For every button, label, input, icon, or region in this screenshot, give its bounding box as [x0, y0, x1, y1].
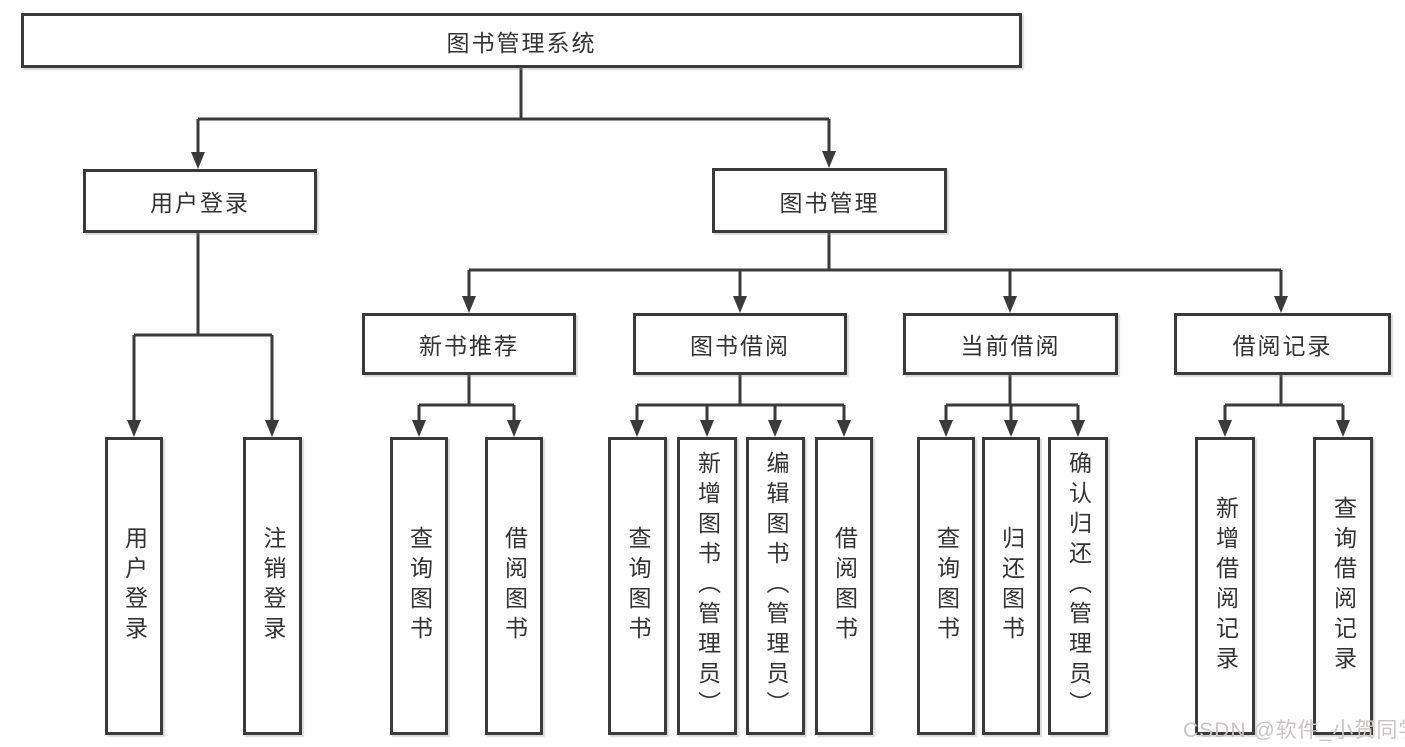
leaf-label: 注销登录 [260, 526, 286, 646]
node-borrowing-records: 借阅记录 [1174, 313, 1391, 375]
node-new-book-recommendation: 新书推荐 [362, 313, 576, 375]
node-book-management: 图书管理 [712, 168, 947, 233]
leaf-label: 查询借阅记录 [1330, 496, 1357, 676]
leaf-label: 查询图书 [933, 526, 960, 646]
node-label: 图书管理系统 [446, 29, 597, 56]
node-label: 用户登录 [150, 190, 250, 216]
leaf-label: 新增借阅记录 [1212, 496, 1239, 676]
leaf-edit-books-admin: 编辑图书（管理员） [746, 437, 805, 735]
leaf-add-books-admin: 新增图书（管理员） [677, 437, 737, 735]
leaf-logout: 注销登录 [243, 437, 302, 735]
leaf-label: 编辑图书（管理员） [763, 451, 789, 721]
node-library-management-system: 图书管理系统 [21, 13, 1022, 68]
arrowheads [127, 151, 1350, 437]
node-label: 新书推荐 [419, 333, 519, 359]
leaf-label: 用户登录 [121, 526, 148, 646]
node-label: 当前借阅 [960, 333, 1061, 359]
leaf-label: 借阅图书 [501, 526, 528, 646]
leaf-return-books: 归还图书 [982, 437, 1040, 735]
node-user-login: 用户登录 [83, 169, 317, 233]
connector-stems [132, 68, 1345, 423]
leaf-add-borrow-record: 新增借阅记录 [1195, 437, 1255, 735]
leaf-label: 归还图书 [998, 526, 1025, 646]
leaf-confirm-return-admin: 确认归还（管理员） [1048, 437, 1108, 735]
leaf-user-login: 用户登录 [105, 437, 163, 735]
csdn-watermark: CSDN @软件_小贺同学 [1183, 719, 1405, 742]
node-label: 借阅记录 [1232, 333, 1333, 359]
node-label: 图书借阅 [690, 333, 790, 359]
leaf-query-borrow-record: 查询借阅记录 [1313, 437, 1373, 735]
leaf-label: 查询图书 [406, 526, 433, 646]
node-label: 图书管理 [779, 189, 880, 216]
leaf-borrow-books: 借阅图书 [485, 437, 543, 735]
leaf-label: 新增图书（管理员） [694, 451, 721, 721]
leaf-query-books: 查询图书 [390, 437, 448, 735]
leaf-label: 查询图书 [625, 526, 651, 646]
leaf-query-books: 查询图书 [608, 437, 667, 735]
node-book-borrowing: 图书借阅 [633, 313, 847, 375]
leaf-query-books: 查询图书 [917, 437, 975, 735]
node-current-borrowing: 当前借阅 [903, 313, 1118, 375]
leaf-label: 确认归还（管理员） [1065, 451, 1092, 721]
leaf-label: 借阅图书 [831, 526, 858, 646]
leaf-borrow-books: 借阅图书 [815, 437, 873, 735]
